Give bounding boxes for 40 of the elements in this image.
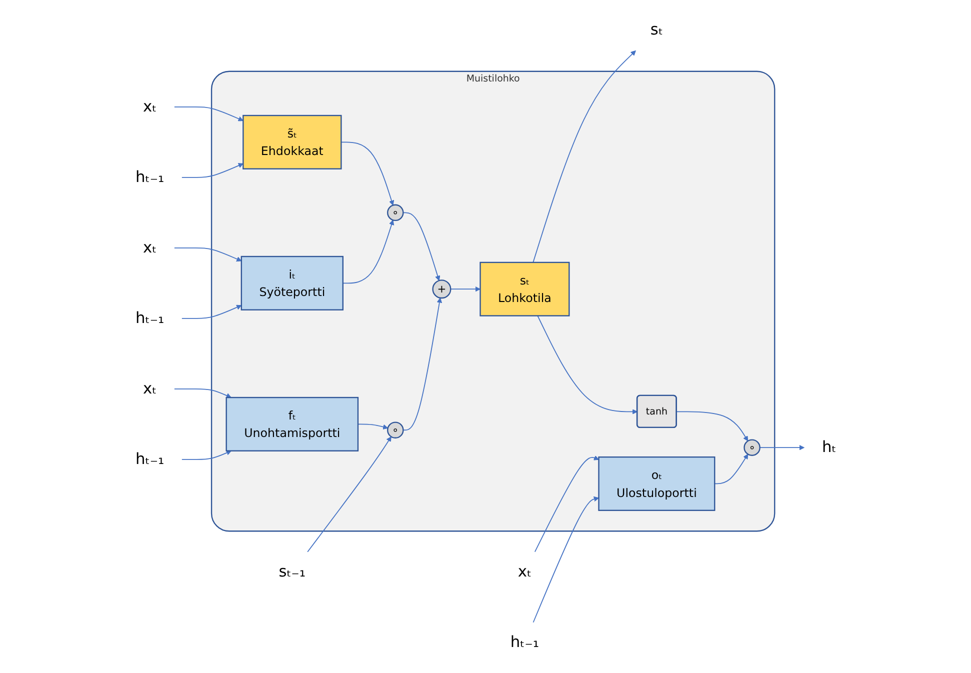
node-box: iₜ Syöteportti	[240, 256, 344, 310]
node-text: hₜ	[822, 438, 836, 456]
arrow	[758, 444, 804, 450]
node-circle: ∘	[386, 422, 404, 438]
node-circle: ∘	[743, 439, 760, 456]
node-text: hₜ₋₁	[135, 168, 164, 186]
arrow	[181, 163, 243, 178]
arrow	[357, 424, 388, 430]
arrow	[450, 286, 480, 292]
arrow	[402, 212, 440, 281]
node-text: sₜ	[650, 20, 663, 39]
node-text: xₜ	[142, 380, 156, 398]
arrow	[340, 142, 394, 206]
arrow	[342, 220, 394, 284]
node-text: hₜ₋₁	[135, 450, 164, 468]
node-text: hₜ₋₁	[510, 634, 539, 652]
arrow	[534, 455, 599, 552]
node-box: oₜ Ulostuloportti	[598, 456, 715, 511]
arrow	[714, 454, 748, 484]
arrow	[532, 50, 636, 263]
arrow	[536, 315, 638, 414]
node-circle: +	[432, 280, 451, 299]
arrow	[174, 388, 231, 398]
node-box: sₜ Lohkotila	[479, 262, 570, 316]
node-text: xₜ	[517, 563, 532, 581]
arrow	[181, 450, 231, 460]
node-text: hₜ₋₁	[135, 309, 164, 328]
arrow	[532, 496, 599, 623]
node-box: fₜ Unohtamisportti	[225, 396, 358, 452]
node-text: xₜ	[142, 98, 156, 116]
node-text: xₜ	[142, 238, 156, 257]
node-box: s̃ₜ Ehdokkaat	[242, 114, 342, 170]
arrow	[676, 411, 748, 442]
arrow	[402, 298, 442, 431]
node-circle: ∘	[386, 204, 404, 222]
arrow	[181, 304, 242, 319]
node-text: sₜ₋₁	[278, 563, 306, 581]
arrow	[174, 106, 243, 122]
arrow	[174, 247, 242, 262]
arrow	[306, 436, 391, 552]
